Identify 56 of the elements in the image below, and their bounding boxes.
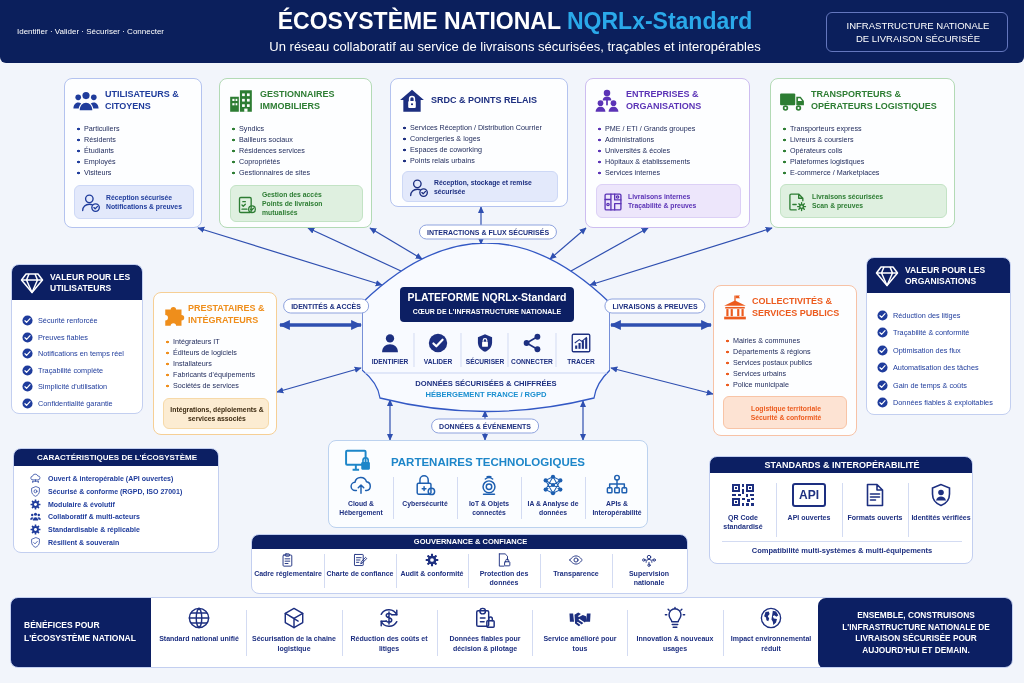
card-title: SRDC & POINTS RELAIS: [431, 95, 537, 107]
arrow: [570, 227, 649, 272]
double-arrow: [386, 399, 394, 441]
title: ÉCOSYSTÈME NATIONAL NQRLx-Standard: [277, 7, 753, 35]
card-title: ENTREPRISES & ORGANISATIONS: [626, 89, 703, 112]
card-title: UTILISATEURS & CITOYENS: [105, 89, 180, 112]
highlight-panel: [780, 184, 947, 218]
card-title: PRESTATAIRES & INTÉGRATEURS: [188, 303, 266, 326]
panel-title: VALEUR POUR LES ORGANISATIONS: [905, 265, 987, 287]
highlight-panel: [402, 171, 558, 202]
highlight-panel: [74, 185, 194, 219]
card-title: COLLECTIVITÉS & SERVICES PUBLICS: [752, 296, 841, 319]
category-card: [390, 78, 568, 207]
double-arrow: [197, 226, 383, 287]
api-label: API: [792, 483, 826, 507]
highlight-panel: [596, 184, 741, 218]
card-title: PARTENAIRES TECHNOLOGIQUES: [391, 455, 586, 469]
subtitle: Un réseau collaboratif au service de livraisons sécurisées, traçables et interopérables: [269, 38, 761, 55]
highlight-panel: [230, 185, 363, 222]
double-arrow: [549, 227, 587, 260]
category-card: [585, 78, 750, 228]
title-panel: [400, 287, 574, 322]
card-title: TRANSPORTEURS & OPÉRATEURS LOGISTIQUES: [811, 89, 938, 112]
partners-card: [328, 440, 648, 528]
tagline: Identifier · Valider · Sécuriser · Connecter: [17, 26, 165, 37]
highlight-panel: [723, 396, 847, 429]
category-card: [64, 78, 202, 228]
callout-panel: [818, 598, 1012, 667]
double-arrow: [278, 320, 363, 330]
panel-text: INFRASTRUCTURE NATIONALE DE LIVRAISON SÉCURISÉE: [845, 19, 991, 45]
double-arrow: [610, 366, 714, 396]
category-card: [219, 78, 372, 228]
panel-title: VALEUR POUR LES UTILISATEURS: [50, 272, 132, 294]
panel-title: CARACTÉRISTIQUES DE L'ÉCOSYSTÈME: [36, 452, 198, 463]
card-title: GESTIONNAIRES IMMOBILIERS: [260, 89, 336, 112]
double-arrow: [579, 400, 587, 441]
category-card: [713, 285, 857, 436]
arrow: [307, 227, 402, 272]
value-panel: [11, 264, 143, 414]
band-title: BÉNÉFICES POUR L'ÉCOSYSTÈME NATIONAL: [24, 619, 137, 644]
highlight-panel: [163, 398, 269, 429]
category-card: [153, 292, 277, 435]
value-panel: [866, 257, 1011, 415]
double-arrow: [276, 366, 362, 394]
panel-title: STANDARDS & INTEROPÉRABILITÉ: [764, 459, 920, 471]
outlined-panel: [826, 12, 1008, 52]
callout-text: ENSEMBLE, CONSTRUISONS L'INFRASTRUCTURE NATIONALE DE LIVRAISON SÉCURISÉE POUR AUJOURD'HUI ET DEMAIN.: [841, 610, 991, 656]
benefits-band: [10, 597, 1013, 668]
standards-panel: [709, 456, 973, 564]
category-card: [770, 78, 955, 228]
double-arrow: [589, 226, 773, 287]
platform-shape: [362, 243, 610, 413]
governance-panel: [251, 534, 688, 594]
double-arrow: [369, 227, 423, 260]
platform-title: PLATEFORME NQRLx-Standard: [407, 291, 567, 304]
feature-panel: [13, 448, 219, 553]
